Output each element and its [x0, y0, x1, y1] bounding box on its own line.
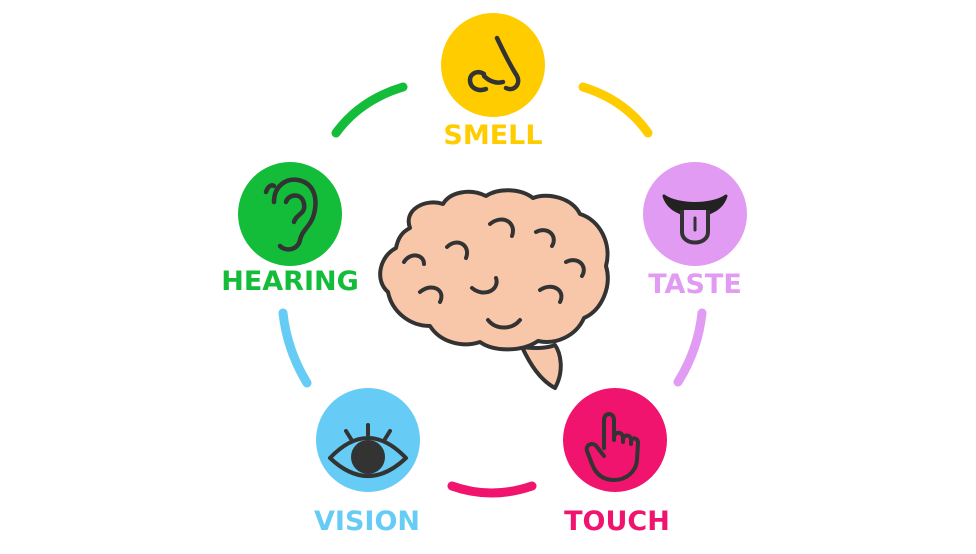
pointing-hand-icon — [584, 412, 640, 482]
ear-icon — [263, 177, 318, 252]
arc-touch-vision — [447, 481, 537, 498]
taste-node — [643, 162, 747, 266]
brain-body — [378, 188, 610, 352]
label-smell: SMELL — [443, 120, 543, 151]
arc-vision-hearing — [278, 308, 312, 388]
label-vision: VISION — [314, 506, 420, 537]
hearing-node — [238, 162, 342, 266]
label-hearing: HEARING — [221, 266, 359, 297]
arc-taste-touch — [673, 308, 707, 387]
label-touch: TOUCH — [564, 506, 670, 537]
smell-circle — [441, 13, 545, 117]
tongue-icon — [662, 194, 728, 245]
arc-smell-taste — [578, 82, 653, 138]
nose-icon — [467, 35, 521, 93]
brain-folds — [402, 217, 586, 330]
hearing-circle — [238, 162, 342, 266]
touch-node — [563, 388, 667, 492]
smell-node — [441, 13, 545, 117]
brain-icon — [378, 188, 610, 390]
vision-node — [316, 388, 420, 492]
label-taste: TASTE — [648, 269, 742, 300]
arc-hearing-smell — [331, 82, 408, 138]
eye-icon — [328, 423, 408, 478]
connector-arcs — [278, 82, 707, 498]
